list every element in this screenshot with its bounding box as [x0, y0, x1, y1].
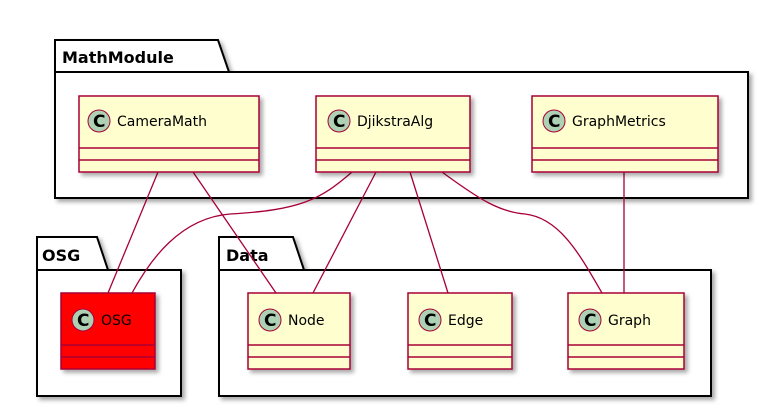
class-name-edge: Edge: [448, 313, 483, 329]
relation-djikstraalg-graph: [441, 171, 603, 294]
package-title-osg: OSG: [42, 246, 80, 265]
class-djikstraalg-header: C DjikstraAlg: [327, 109, 433, 133]
relation-djikstraalg-node: [312, 171, 377, 294]
class-circle-icon: [418, 308, 442, 332]
class-circle-icon: [327, 109, 351, 133]
class-stereotype-glyph: C: [264, 311, 276, 331]
class-graphmetrics-header: C GraphMetrics: [542, 109, 666, 133]
package-title-data: Data: [226, 246, 269, 265]
class-node-header: C Node: [258, 308, 325, 332]
class-circle-icon: [578, 308, 602, 332]
class-osg[interactable]: [60, 292, 156, 370]
relation-djikstraalg-edge: [409, 171, 449, 294]
class-cameramath[interactable]: [78, 95, 260, 173]
class-stereotype-glyph: C: [424, 311, 436, 331]
class-stereotype-glyph: C: [584, 311, 596, 331]
class-graph-header: C Graph: [578, 308, 651, 332]
class-name-node: Node: [288, 313, 325, 329]
class-graphmetrics[interactable]: [531, 95, 719, 173]
class-name-graph: Graph: [608, 313, 651, 329]
class-graph[interactable]: [567, 292, 685, 370]
class-name-graphmetrics: GraphMetrics: [572, 114, 666, 130]
relations: [107, 171, 625, 294]
relation-djikstraalg-osg: [131, 171, 353, 294]
class-stereotype-glyph: C: [548, 112, 560, 132]
class-djikstraalg[interactable]: [315, 95, 471, 173]
class-edge[interactable]: [407, 292, 513, 370]
relation-cameramath-node: [192, 171, 277, 294]
package-title-mathmodule: MathModule: [62, 48, 174, 67]
class-edge-header: C Edge: [418, 308, 483, 332]
class-name-djikstraalg: DjikstraAlg: [357, 114, 433, 130]
class-cameramath-header: C CameraMath: [87, 109, 207, 133]
class-circle-icon: [87, 109, 111, 133]
class-stereotype-glyph: C: [333, 112, 345, 132]
class-circle-icon: [542, 109, 566, 133]
class-node[interactable]: [247, 292, 351, 370]
class-name-osg: OSG: [101, 313, 132, 329]
class-circle-icon: [258, 308, 282, 332]
relation-cameramath-osg: [107, 171, 159, 294]
class-name-cameramath: CameraMath: [117, 114, 207, 130]
class-circle-icon: [71, 308, 95, 332]
class-stereotype-glyph: C: [77, 311, 89, 331]
class-stereotype-glyph: C: [93, 112, 105, 132]
class-osg-header: C OSG: [71, 308, 132, 332]
